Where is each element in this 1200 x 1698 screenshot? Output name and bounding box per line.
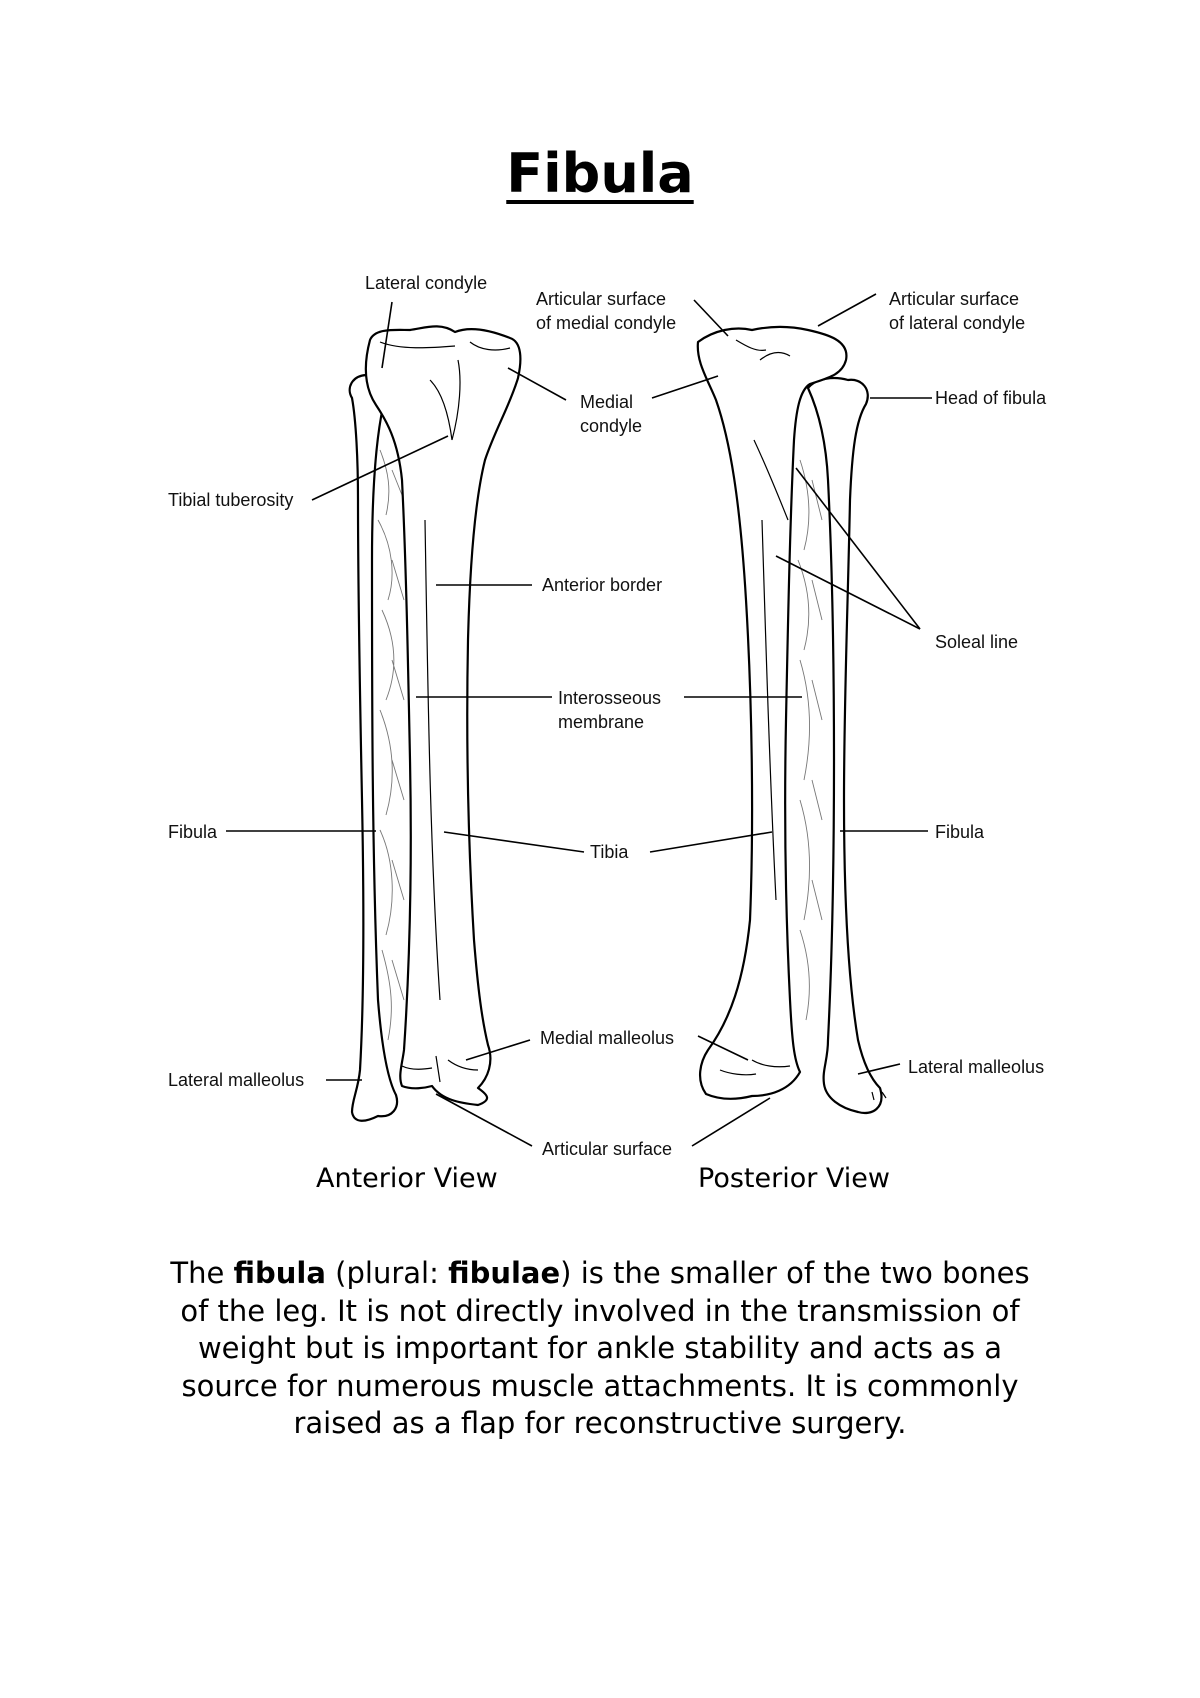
anterior-membrane-fibers [377, 449, 405, 1041]
anterior-tibia-details [379, 341, 511, 1083]
label-lateral-condyle: Lateral condyle [365, 273, 487, 293]
label-articular-surface-lateral-line2: of lateral condyle [889, 313, 1025, 333]
anterior-tibia-bone [364, 325, 522, 1107]
anterior-view-caption: Anterior View [316, 1163, 498, 1194]
label-fibula-left: Fibula [168, 822, 218, 842]
label-articular-surface-medial-line2: of medial condyle [536, 313, 676, 333]
label-interosseous-line1: Interosseous [558, 688, 661, 708]
anterior-view-drawing [348, 325, 522, 1122]
description-text-3: ) is the smaller of the two bones of the… [180, 1256, 1030, 1440]
label-anterior-border: Anterior border [542, 575, 662, 595]
label-lateral-malleolus-left: Lateral malleolus [168, 1070, 304, 1090]
posterior-tibia-bone [696, 325, 848, 1100]
description-paragraph: The fibula (plural: fibulae) is the smal… [160, 1255, 1040, 1443]
anterior-fibula-bone [348, 373, 399, 1122]
leader-lines [226, 293, 932, 1147]
description-text-1: The [170, 1256, 234, 1290]
label-fibula-right: Fibula [935, 822, 985, 842]
label-medial-condyle-line1: Medial [580, 392, 633, 412]
label-medial-condyle-line2: condyle [580, 416, 642, 436]
label-medial-malleolus: Medial malleolus [540, 1028, 674, 1048]
label-articular-surface: Articular surface [542, 1139, 672, 1159]
label-lateral-malleolus-right: Lateral malleolus [908, 1057, 1044, 1077]
label-interosseous-line2: membrane [558, 712, 644, 732]
posterior-fibula-bone [806, 377, 883, 1115]
posterior-view-caption: Posterior View [698, 1163, 890, 1194]
page-title: Fibula [506, 142, 694, 205]
label-head-of-fibula: Head of fibula [935, 388, 1047, 408]
label-articular-surface-lateral-line1: Articular surface [889, 289, 1019, 309]
description-text-2: (plural: [325, 1256, 449, 1290]
posterior-tibia-details [719, 339, 887, 1101]
label-articular-surface-medial-line1: Articular surface [536, 289, 666, 309]
label-tibial-tuberosity: Tibial tuberosity [168, 490, 293, 510]
figure-labels: Lateral condyle Articular surface of med… [168, 273, 1047, 1194]
label-tibia: Tibia [590, 842, 629, 862]
description-bold-fibulae: fibulae [448, 1256, 561, 1290]
description-bold-fibula: fibula [233, 1256, 326, 1290]
label-soleal-line: Soleal line [935, 632, 1018, 652]
posterior-membrane-fibers [797, 459, 823, 1021]
posterior-view-drawing [696, 325, 887, 1115]
